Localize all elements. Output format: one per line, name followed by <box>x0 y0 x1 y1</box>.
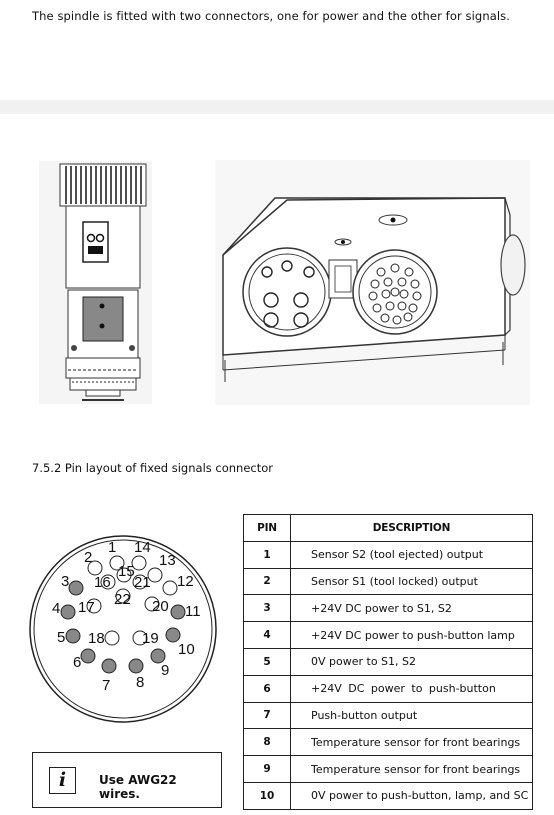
pin-7 <box>101 658 117 674</box>
connector-housing-illustration <box>215 160 530 405</box>
pin-label-20: 20 <box>152 598 169 615</box>
description-column-header: DESCRIPTION <box>290 514 533 542</box>
pin-description: +24V DC power to S1, S2 <box>290 594 533 623</box>
pin-label-3: 3 <box>61 573 69 590</box>
pin-label-8: 8 <box>136 674 144 691</box>
pin-number: 9 <box>243 755 291 783</box>
pin-number: 2 <box>243 567 291 596</box>
pin-number: 7 <box>243 701 291 730</box>
pin-number: 3 <box>243 594 291 623</box>
pin-10 <box>165 627 181 643</box>
pin-label-16: 16 <box>94 574 111 591</box>
pin-number: 1 <box>243 540 291 569</box>
pin-label-2: 2 <box>84 549 92 566</box>
pin-5 <box>65 628 81 644</box>
section-band <box>0 100 554 114</box>
pin-label-11: 11 <box>185 603 201 620</box>
table-row: 10 0V power to push-button, lamp, and SC <box>243 781 533 810</box>
pin-number: 6 <box>243 674 291 703</box>
pin-label-21: 21 <box>134 574 151 591</box>
pin-label-6: 6 <box>73 654 81 671</box>
pin-number: 4 <box>243 621 291 649</box>
pin-11 <box>170 604 186 620</box>
pin-label-17: 17 <box>78 599 95 616</box>
pin-9 <box>150 648 166 664</box>
pin-14 <box>131 555 147 571</box>
pin-17 <box>86 598 102 614</box>
pin-18 <box>104 630 120 646</box>
pin-description: +24V DC power to push-button <box>290 674 533 703</box>
pin-label-15: 15 <box>118 563 135 580</box>
pin-number: 5 <box>243 647 291 676</box>
pin-6 <box>80 648 96 664</box>
pin-label-14: 14 <box>134 539 151 556</box>
pin-number: 8 <box>243 728 291 757</box>
pin-description: 0V power to S1, S2 <box>290 647 533 676</box>
pin-label-18: 18 <box>88 630 105 647</box>
pin-label-22: 22 <box>114 591 131 608</box>
pin-description: Temperature sensor for front bearings <box>290 728 533 757</box>
pin-label-9: 9 <box>161 662 169 679</box>
pin-label-19: 19 <box>142 630 159 647</box>
pin-description: Sensor S2 (tool ejected) output <box>290 540 533 569</box>
intro-text: The spindle is fitted with two connector… <box>32 9 511 23</box>
pin-22 <box>115 588 131 604</box>
pin-8 <box>128 658 144 674</box>
table-row: 3 +24V DC power to S1, S2 <box>243 594 533 623</box>
pin-1 <box>109 555 125 571</box>
pin-15 <box>116 567 132 583</box>
pin-label-5: 5 <box>57 629 65 646</box>
pin-number: 10 <box>243 781 291 810</box>
table-row: 6 +24V DC power to push-button <box>243 674 533 703</box>
pin-2 <box>87 560 103 576</box>
pin-12 <box>162 580 178 596</box>
table-header-row: PIN DESCRIPTION <box>243 514 533 542</box>
table-row: 1 Sensor S2 (tool ejected) output <box>243 540 533 569</box>
wire-gauge-note: i Use AWG22 wires. <box>32 752 222 808</box>
table-row: 8 Temperature sensor for front bearings <box>243 728 533 757</box>
pin-description: +24V DC power to push-button lamp <box>290 621 533 649</box>
pin-label-7: 7 <box>102 677 110 694</box>
pin-description-table: PIN DESCRIPTION 1 Sensor S2 (tool ejecte… <box>243 514 533 810</box>
pin-3 <box>68 580 84 596</box>
pin-column-header: PIN <box>243 514 291 542</box>
wire-gauge-note-text: Use AWG22 wires. <box>99 773 177 801</box>
pin-16 <box>100 574 116 590</box>
info-icon: i <box>49 767 76 794</box>
table-row: 2 Sensor S1 (tool locked) output <box>243 567 533 596</box>
pin-description: Temperature sensor for front bearings <box>290 755 533 783</box>
table-row: 7 Push-button output <box>243 701 533 730</box>
pin-13 <box>147 567 163 583</box>
pin-label-10: 10 <box>178 641 195 658</box>
pin-label-13: 13 <box>159 552 176 569</box>
pin-20 <box>144 596 160 612</box>
pin-19 <box>132 630 148 646</box>
section-title: 7.5.2 Pin layout of fixed signals connec… <box>32 461 274 475</box>
pin-description: 0V power to push-button, lamp, and SC <box>290 781 533 810</box>
pin-description: Sensor S1 (tool locked) output <box>290 567 533 596</box>
table-row: 5 0V power to S1, S2 <box>243 647 533 676</box>
pin-description: Push-button output <box>290 701 533 730</box>
spindle-front-illustration <box>39 161 152 404</box>
pin-21 <box>132 574 148 590</box>
signal-connector-pin-diagram: 2 1 14 13 3 15 16 21 12 22 4 17 20 11 5 … <box>29 535 217 723</box>
pin-label-1: 1 <box>108 539 116 556</box>
table-row: 4 +24V DC power to push-button lamp <box>243 621 533 649</box>
pin-label-4: 4 <box>52 600 60 617</box>
pin-label-12: 12 <box>177 573 194 590</box>
pin-4 <box>60 604 76 620</box>
table-row: 9 Temperature sensor for front bearings <box>243 755 533 783</box>
